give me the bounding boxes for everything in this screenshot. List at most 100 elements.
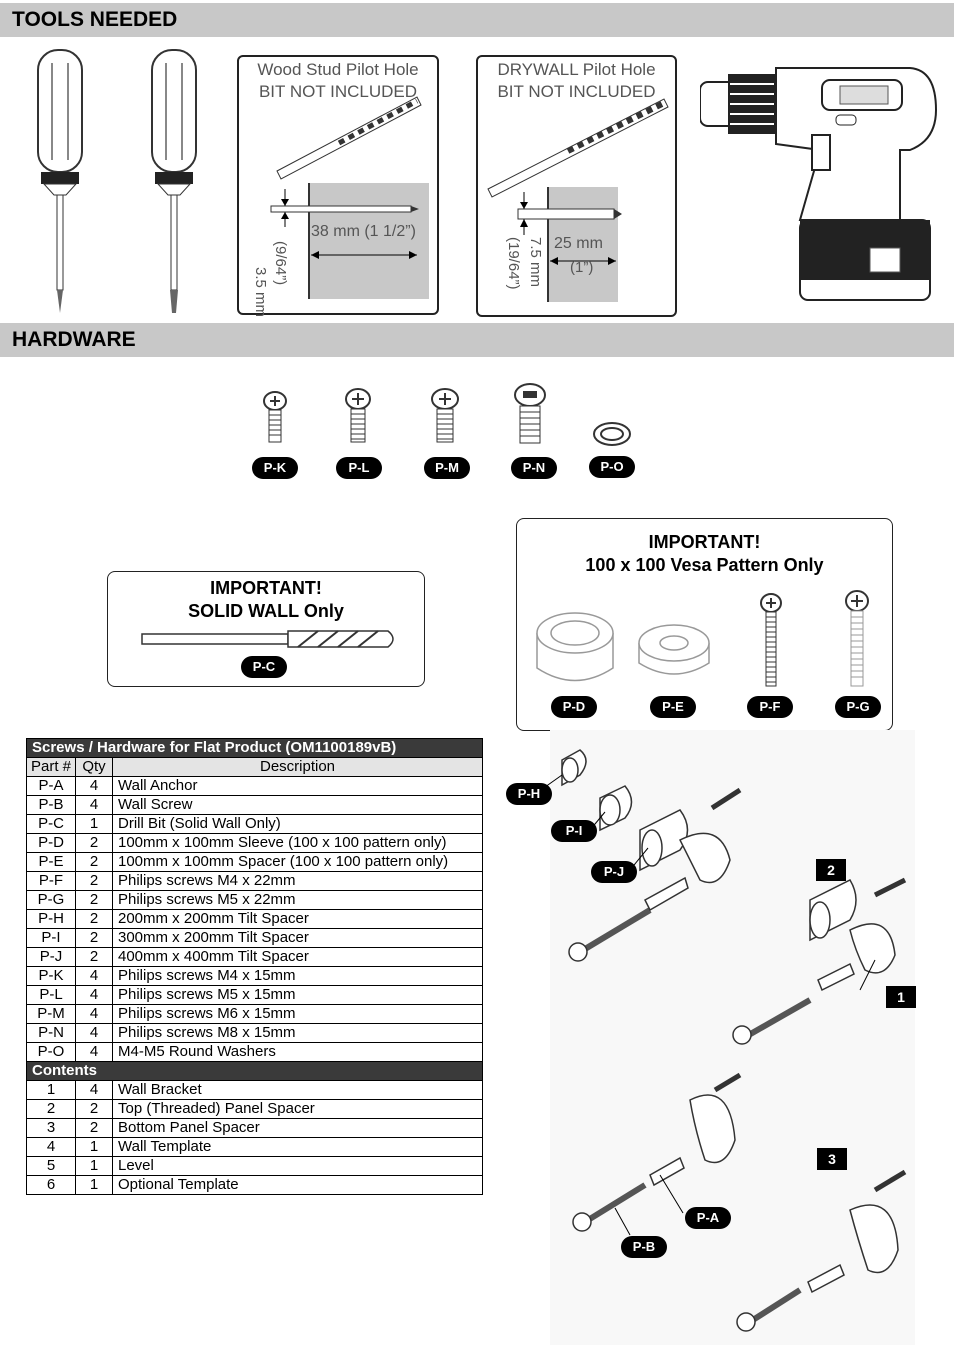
- hardware-row-part: P-E: [26, 852, 76, 872]
- hardware-row-description: 100mm x 100mm Sleeve (100 x 100 pattern …: [112, 833, 483, 853]
- wood-bit-caption-1: Wood Stud Pilot Hole: [257, 60, 419, 79]
- contents-row-description: Wall Template: [112, 1137, 483, 1157]
- contents-row-description: Bottom Panel Spacer: [112, 1118, 483, 1138]
- hardware-row-part: P-I: [26, 928, 76, 948]
- hardware-row-qty: 2: [75, 909, 113, 929]
- part-label-pg: P-G: [835, 696, 881, 718]
- solid-wall-title-2: SOLID WALL Only: [188, 601, 344, 621]
- hardware-row-qty: 2: [75, 890, 113, 910]
- hardware-row-part: P-H: [26, 909, 76, 929]
- hardware-row-qty: 4: [75, 1004, 113, 1024]
- hardware-row-qty: 2: [75, 928, 113, 948]
- part-label-pj: P-J: [591, 861, 637, 883]
- wood-stud-bit-panel: Wood Stud Pilot Hole BIT NOT INCLUDED 38…: [237, 55, 439, 317]
- sleeve-pd-icon: [536, 612, 614, 682]
- vesa-parts-illustration: [536, 590, 869, 687]
- screw-pl-icon: [345, 388, 371, 443]
- hardware-table: Screws / Hardware for Flat Product (OM11…: [26, 738, 483, 1195]
- hardware-table-title: Screws / Hardware for Flat Product (OM11…: [26, 738, 483, 758]
- hardware-row-description: 400mm x 400mm Tilt Spacer: [112, 947, 483, 967]
- column-header-part: Part #: [26, 757, 76, 777]
- contents-row-qty: 1: [75, 1156, 113, 1176]
- drywall-bit-depth-in: (1”): [570, 259, 594, 276]
- hardware-row-part: P-F: [26, 871, 76, 891]
- part-label-po: P-O: [589, 456, 635, 478]
- hardware-row-part: P-L: [26, 985, 76, 1005]
- hardware-row-qty: 4: [75, 776, 113, 796]
- contents-row-description: Level: [112, 1156, 483, 1176]
- hardware-row-description: Philips screws M5 x 22mm: [112, 890, 483, 910]
- contents-row-description: Top (Threaded) Panel Spacer: [112, 1099, 483, 1119]
- part-label-pi: P-I: [551, 820, 597, 842]
- tools-needed-heading: TOOLS NEEDED: [0, 3, 954, 37]
- hardware-row-description: 100mm x 100mm Spacer (100 x 100 pattern …: [112, 852, 483, 872]
- solid-wall-title-1: IMPORTANT!: [210, 578, 322, 598]
- drywall-drill-bit-icon: [487, 98, 669, 302]
- hardware-row-qty: 2: [75, 833, 113, 853]
- contents-row-qty: 1: [75, 1175, 113, 1195]
- hardware-row-description: 300mm x 200mm Tilt Spacer: [112, 928, 483, 948]
- step-number-2: 2: [816, 859, 846, 881]
- vesa-notice: IMPORTANT! 100 x 100 Vesa Pattern Only P…: [516, 518, 893, 731]
- part-label-pd: P-D: [551, 696, 597, 718]
- hardware-row-description: Wall Screw: [112, 795, 483, 815]
- hardware-row-part: P-J: [26, 947, 76, 967]
- column-header-qty: Qty: [75, 757, 113, 777]
- hardware-row-part: P-C: [26, 814, 76, 834]
- drywall-bit-depth: 25 mm: [554, 235, 603, 252]
- contents-row-description: Optional Template: [112, 1175, 483, 1195]
- part-label-pa: P-A: [685, 1207, 731, 1229]
- phillips-screwdriver-icon: [37, 49, 83, 313]
- hardware-row-description: Philips screws M6 x 15mm: [112, 1004, 483, 1024]
- hardware-row-part: P-G: [26, 890, 76, 910]
- hardware-row-description: Philips screws M4 x 22mm: [112, 871, 483, 891]
- drywall-bit-diameter: 7.5 mm: [527, 237, 544, 288]
- vesa-title-1: IMPORTANT!: [648, 532, 761, 552]
- contents-row-qty: 2: [75, 1099, 113, 1119]
- hardware-row-part: P-K: [26, 966, 76, 986]
- hardware-row-qty: 4: [75, 966, 113, 986]
- hardware-row-part: P-N: [26, 1023, 76, 1043]
- screw-pf-icon: [760, 593, 782, 687]
- hardware-row-qty: 4: [75, 1042, 113, 1062]
- hardware-row-qty: 4: [75, 1023, 113, 1043]
- screw-pk-icon: [263, 391, 287, 443]
- hardware-row-qty: 1: [75, 814, 113, 834]
- contents-row-qty: 1: [75, 1137, 113, 1157]
- hardware-row-description: Philips screws M5 x 15mm: [112, 985, 483, 1005]
- column-header-description: Description: [112, 757, 483, 777]
- wood-bit-depth: 38 mm (1 1/2”): [311, 223, 416, 240]
- part-label-pb: P-B: [621, 1236, 667, 1258]
- screw-pm-icon: [431, 388, 459, 443]
- wood-drill-bit-icon: [270, 96, 429, 299]
- part-label-ph: P-H: [506, 783, 552, 805]
- hardware-row-description: Drill Bit (Solid Wall Only): [112, 814, 483, 834]
- contents-row-description: Wall Bracket: [112, 1080, 483, 1100]
- part-label-pl: P-L: [336, 457, 382, 479]
- masonry-drill-bit-icon: [141, 630, 394, 648]
- washer-po-icon: [593, 422, 631, 446]
- solid-wall-notice: IMPORTANT! SOLID WALL Only P-C: [107, 571, 425, 687]
- screw-pn-icon: [514, 383, 546, 444]
- hardware-row-qty: 2: [75, 871, 113, 891]
- drywall-bit-panel: DRYWALL Pilot Hole BIT NOT INCLUDED 25 m…: [476, 55, 677, 317]
- vesa-title-2: 100 x 100 Vesa Pattern Only: [585, 555, 824, 575]
